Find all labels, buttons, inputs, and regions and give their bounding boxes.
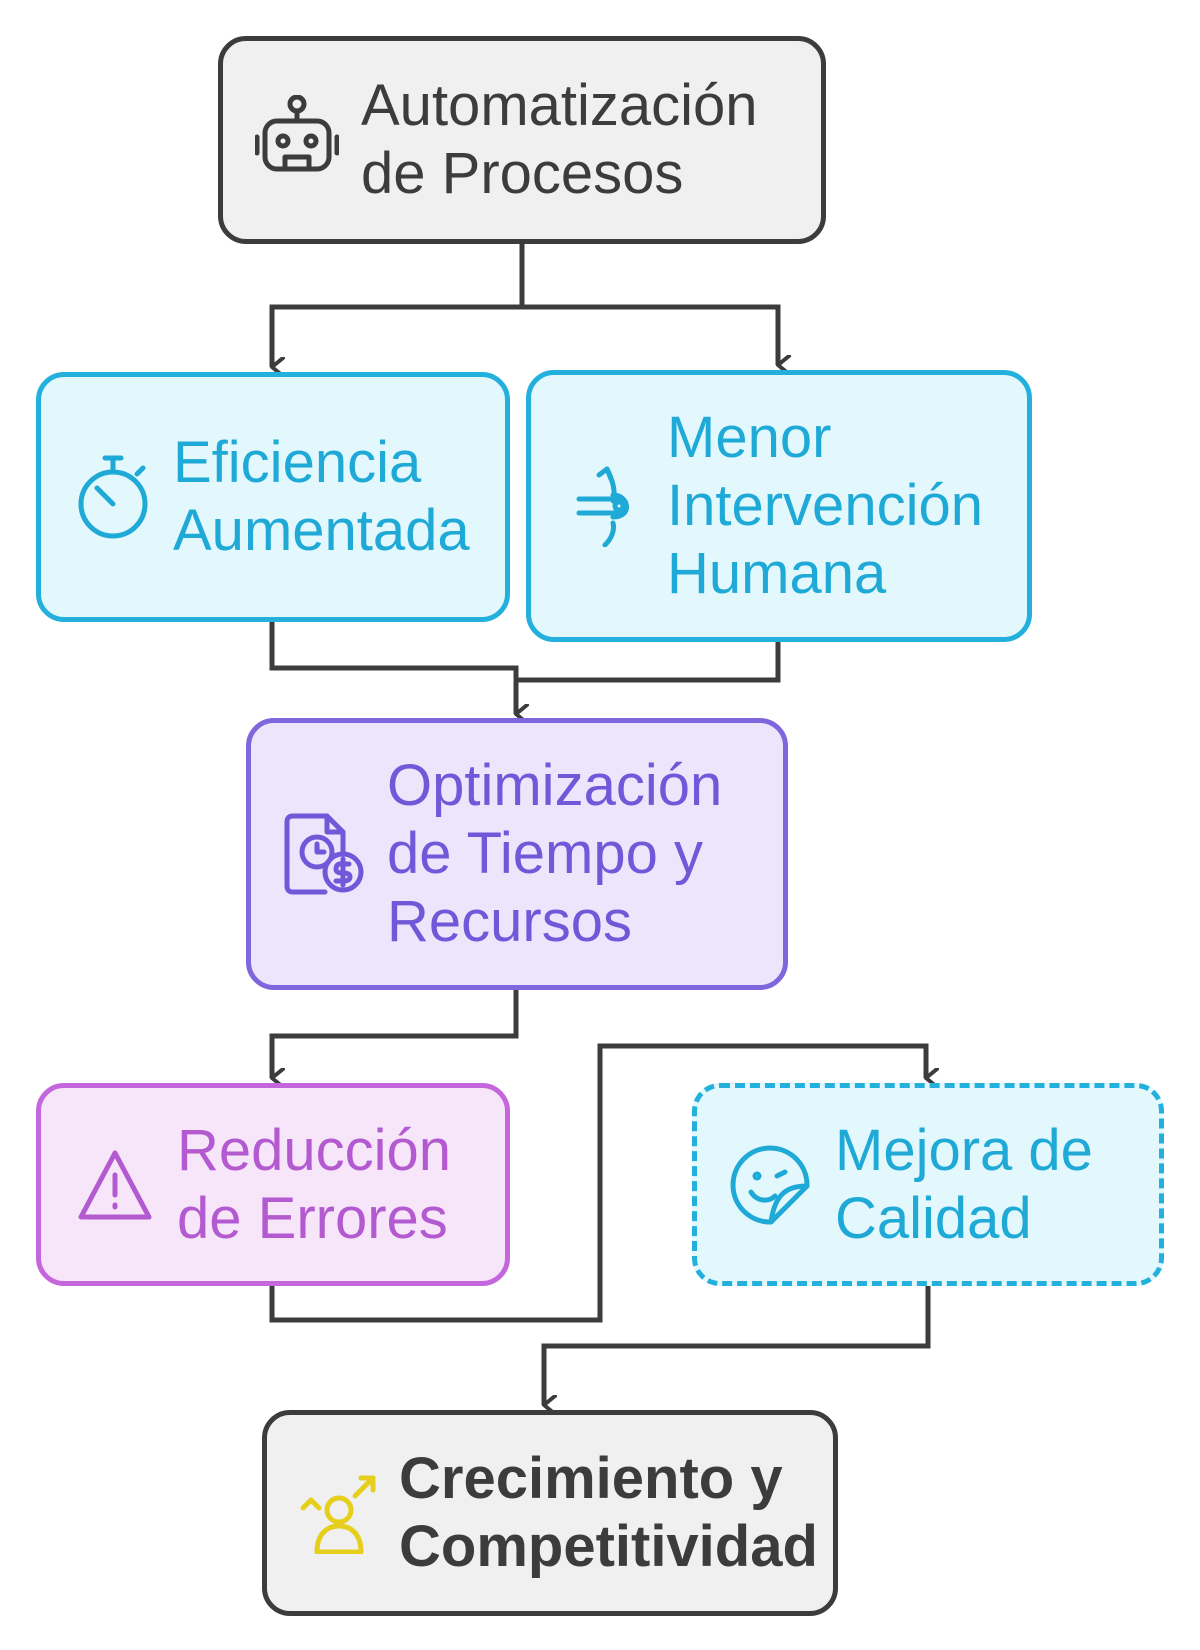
node-label: Mejora de Calidad [835, 1117, 1093, 1251]
stopwatch-icon [77, 454, 149, 540]
node-label: Automatización de Procesos [361, 73, 758, 206]
node-optimizacion[interactable]: Optimización de Tiempo y Recursos [246, 718, 788, 990]
edge-menor-optimizacion [516, 642, 781, 683]
node-crecimiento[interactable]: Crecimiento y Competitividad [262, 1410, 838, 1616]
warning-icon [77, 1149, 153, 1221]
node-eficiencia[interactable]: Eficiencia Aumentada [36, 372, 510, 622]
node-label: Crecimiento y Competitividad [399, 1446, 818, 1579]
node-reduccion[interactable]: Reducción de Errores [36, 1083, 510, 1286]
node-menor[interactable]: Menor Intervención Humana [526, 370, 1032, 642]
edge-mejora-crecimiento [541, 1286, 931, 1405]
edge-automatizacion-eficiencia [269, 244, 525, 367]
edge-reduccion-mejora [269, 1043, 926, 1323]
node-label: Menor Intervención Humana [667, 405, 983, 606]
node-label: Eficiencia Aumentada [173, 430, 470, 563]
node-mejora[interactable]: Mejora de Calidad [692, 1083, 1164, 1286]
growth-person-icon [299, 1472, 379, 1554]
robot-icon [255, 95, 339, 185]
node-label: Reducción de Errores [177, 1117, 452, 1251]
node-automatizacion[interactable]: Automatización de Procesos [218, 36, 826, 244]
hand-icon [575, 465, 637, 547]
edge-automatizacion-menor [519, 244, 778, 365]
smile-sticker-icon [729, 1144, 811, 1226]
edge-optimizacion-reduccion [269, 990, 519, 1078]
edge-eficiencia-optimizacion [269, 622, 516, 714]
node-label: Optimización de Tiempo y Recursos [387, 753, 723, 954]
time-money-icon [283, 812, 365, 896]
